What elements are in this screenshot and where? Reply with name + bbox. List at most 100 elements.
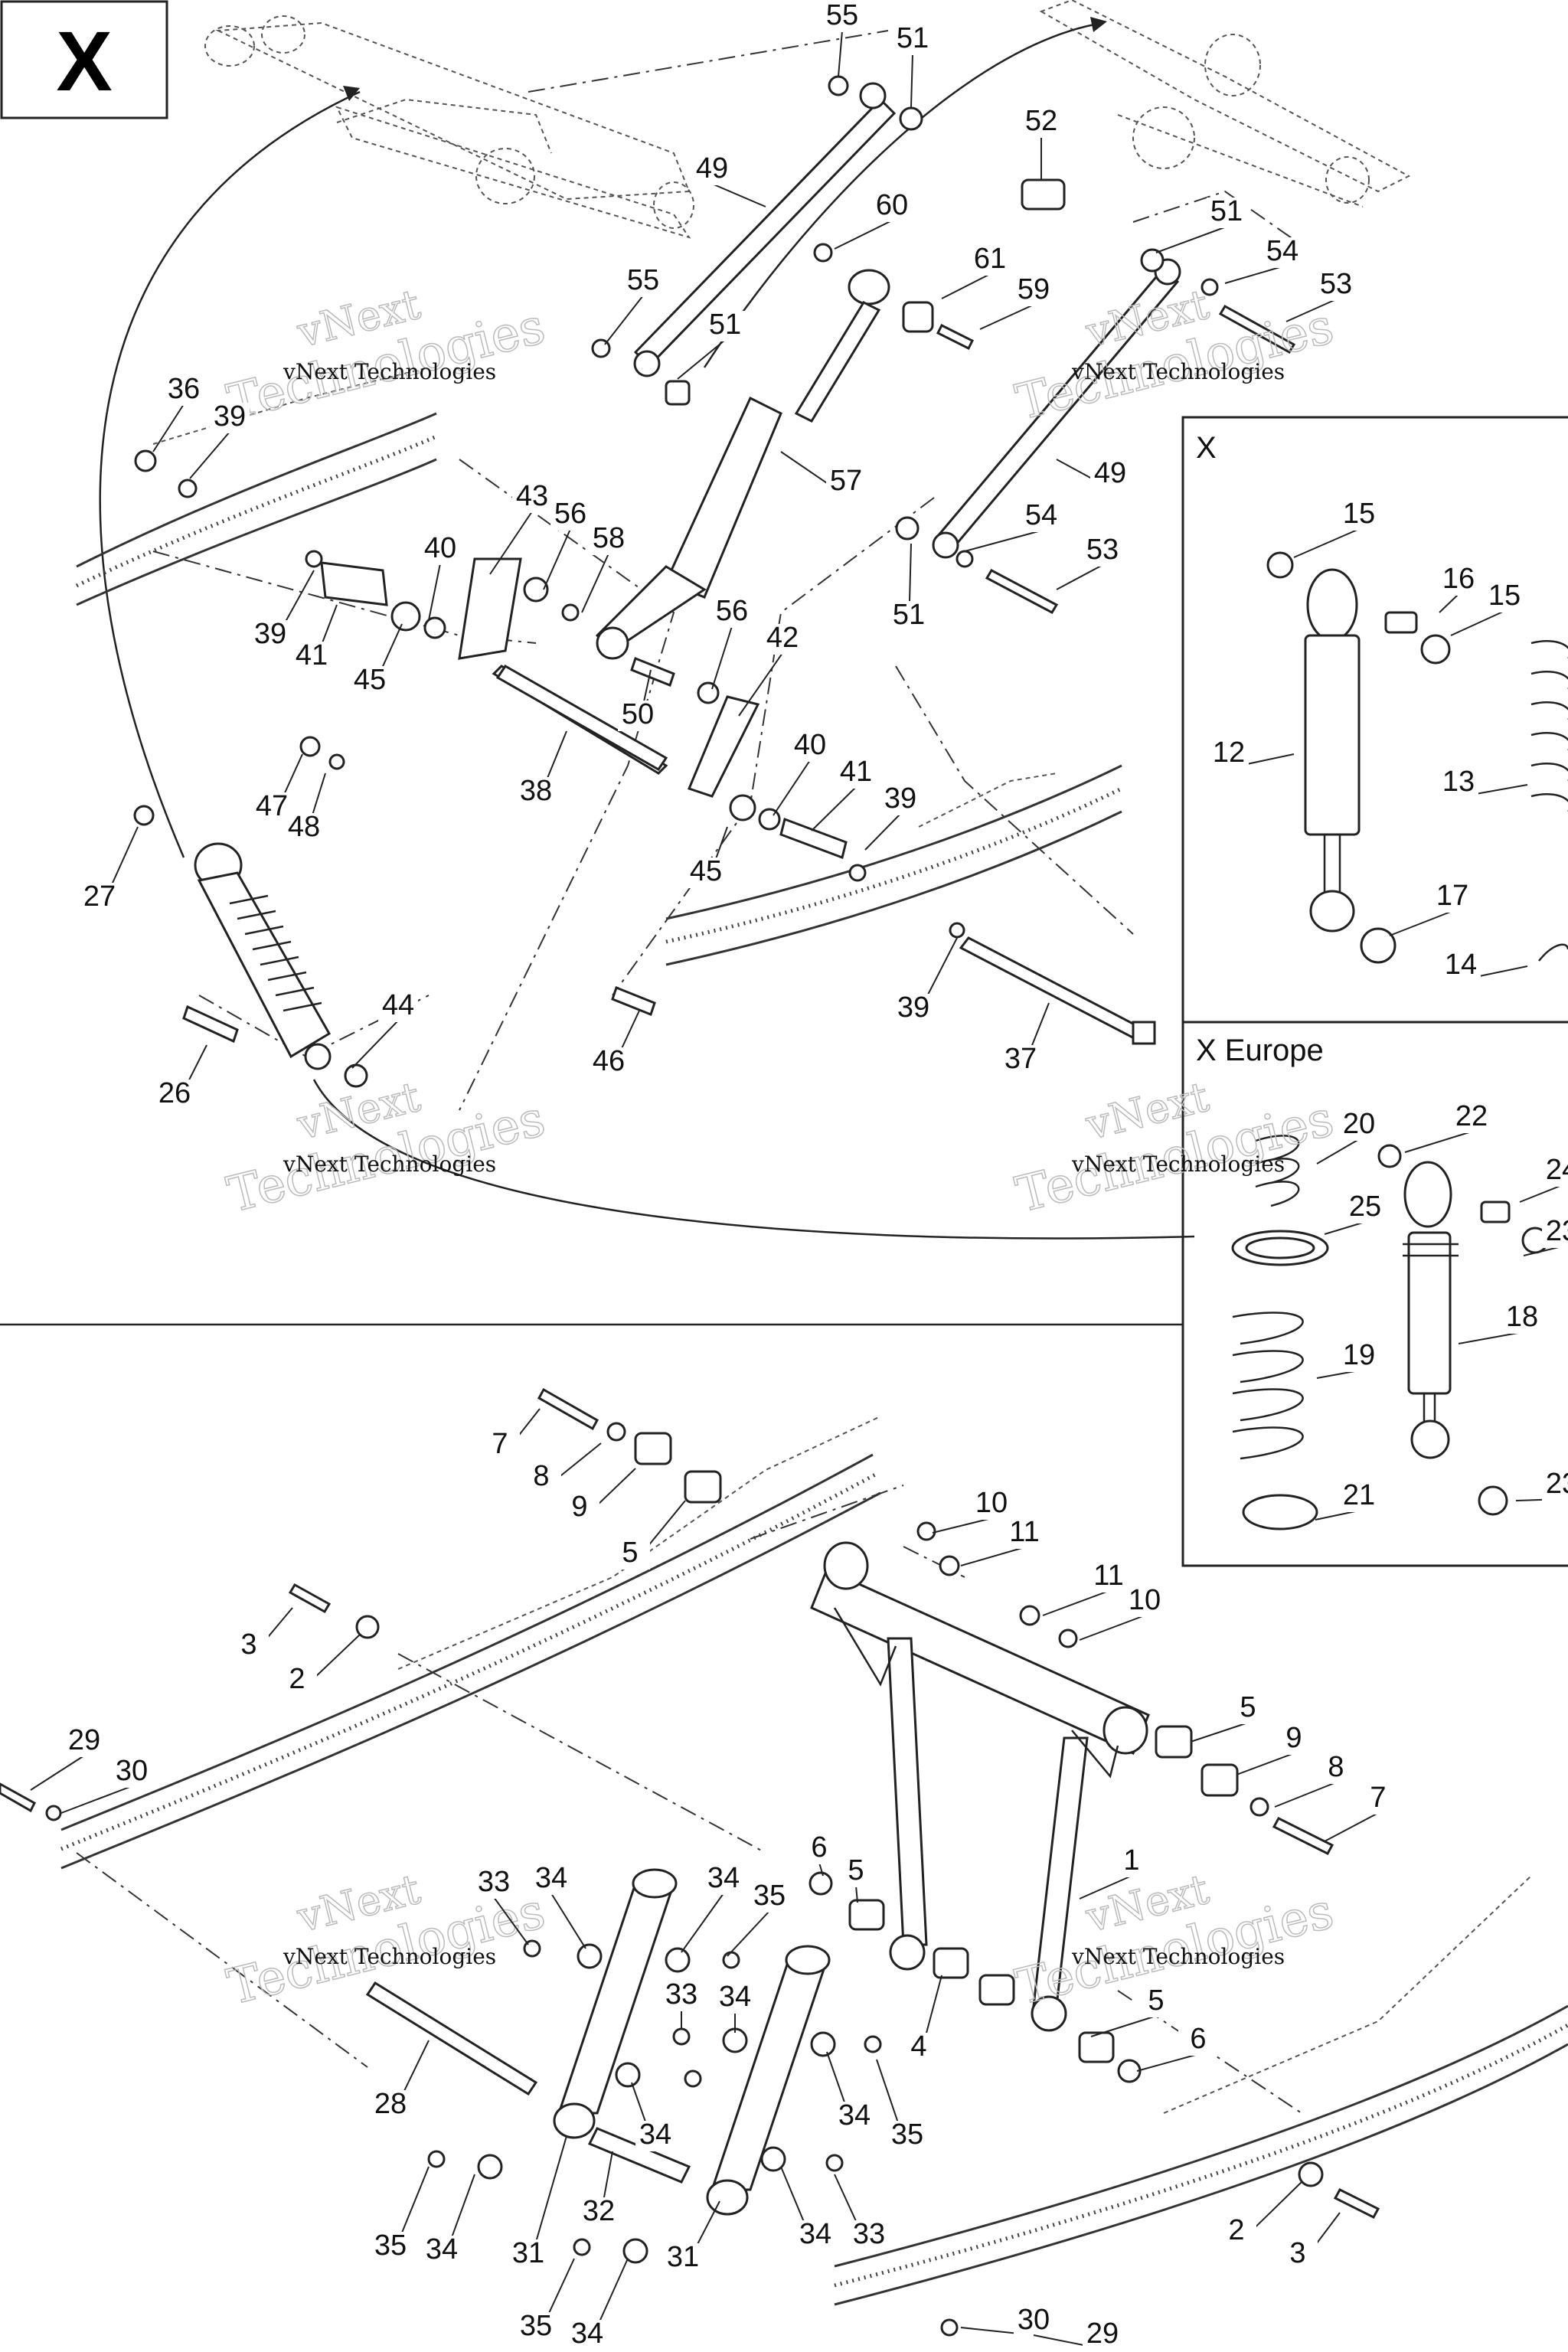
swing-arrow-left (99, 90, 361, 858)
callout-number: 51 (1210, 195, 1243, 227)
callout-number: 27 (83, 880, 116, 913)
callout-leader (964, 530, 1042, 552)
callout-number: 52 (1025, 105, 1057, 137)
callout-leader (1056, 564, 1103, 590)
callout-leader (681, 1893, 724, 1953)
callout-backdrop (1441, 951, 1481, 982)
callout-number: 51 (897, 22, 929, 54)
callout-number: 54 (1025, 499, 1057, 531)
callout-number: 33 (665, 1978, 697, 2011)
callout-backdrop (1339, 1481, 1379, 1512)
callout-number: 34 (639, 2118, 671, 2151)
inset-europe-parts (1231, 1135, 1549, 1530)
callout-backdrop (835, 2102, 874, 2132)
callout-number: 41 (840, 756, 872, 788)
callout-leader (1090, 2015, 1157, 2037)
callout-backdrop (1316, 1753, 1356, 1784)
callout-leader (864, 813, 901, 851)
front-arm-1 (810, 1541, 1150, 2032)
callout-backdrop (826, 467, 866, 498)
diagram-title-letter: X (56, 15, 112, 109)
callout-number: 35 (753, 1880, 786, 1912)
callout-backdrop (1001, 1045, 1040, 1076)
callout-backdrop (579, 2197, 619, 2228)
callout-number: 35 (520, 2310, 552, 2342)
callout-number: 3 (1289, 2237, 1305, 2269)
callout-number: 29 (68, 1724, 100, 1756)
callout-backdrop (1090, 459, 1130, 490)
callout-backdrop (1004, 1518, 1044, 1549)
callout-number: 5 (848, 1854, 864, 1886)
callout-number: 8 (533, 1460, 549, 1492)
callout-backdrop (1014, 2306, 1054, 2337)
callout-number: 35 (891, 2118, 923, 2151)
callout-number: 31 (667, 2241, 699, 2273)
callout-backdrop (378, 991, 418, 1022)
callout-number: 15 (1343, 498, 1375, 530)
callout-backdrop (790, 731, 830, 762)
callout-backdrop (516, 777, 556, 808)
bolt-37 (959, 936, 1156, 1045)
callout-number: 59 (1018, 273, 1050, 305)
callout-backdrop (1274, 1724, 1314, 1755)
callout-leader (941, 273, 991, 299)
callout-backdrop (692, 155, 732, 185)
callout-backdrop (508, 2239, 548, 2270)
callout-backdrop (531, 1864, 571, 1895)
callout-backdrop (1432, 882, 1472, 913)
callout-number: 6 (811, 1831, 827, 1864)
callout-leader (677, 339, 726, 380)
callout-backdrop (1542, 1156, 1568, 1187)
callout-number: 44 (382, 989, 414, 1021)
shaft-38 (495, 665, 668, 771)
callout-backdrop (750, 1882, 789, 1913)
callout-number: 9 (1285, 1722, 1302, 1754)
callout-backdrop (1083, 2320, 1122, 2350)
callout-number: 11 (1009, 1516, 1039, 1548)
callout-backdrop (662, 1981, 701, 2011)
callout-backdrop (1217, 2216, 1256, 2247)
slide-rail-left (75, 367, 438, 606)
callout-backdrop (1209, 739, 1249, 769)
swing-arrow-bottom (312, 1079, 1195, 1240)
front-arm-ghost (204, 15, 694, 239)
watermark-text: vNext Technologies (283, 1944, 496, 1969)
callout-leader (1042, 1590, 1109, 1616)
callout-number: 7 (1370, 1782, 1386, 1814)
callout-backdrop (589, 1047, 629, 1078)
callout-leader (711, 626, 733, 690)
callout-backdrop (705, 311, 745, 341)
callout-leader (711, 183, 766, 207)
callout-backdrop (880, 785, 920, 815)
callout-number: 19 (1343, 1339, 1375, 1371)
callout-backdrop (292, 642, 332, 672)
callout-number: 50 (622, 698, 654, 730)
callout-number: 55 (627, 264, 659, 296)
callout-number: 12 (1213, 737, 1245, 769)
diagram-title-box: X (0, 0, 168, 119)
callout-backdrop (164, 375, 204, 406)
callout-leader (811, 786, 857, 831)
callout-leader (1439, 593, 1459, 613)
callout-leader (1079, 1615, 1145, 1641)
callout-number: 31 (512, 2237, 544, 2269)
callout-backdrop (1089, 1562, 1129, 1592)
callout-backdrop (1452, 1102, 1491, 1133)
callout-backdrop (1136, 1987, 1176, 2017)
callout-leader (60, 1785, 132, 1814)
callout-number: 15 (1488, 580, 1521, 612)
callout-backdrop (887, 2121, 927, 2151)
callout-number: 25 (1349, 1191, 1381, 1223)
callout-number: 49 (1094, 457, 1126, 489)
lower-rail-left (60, 1416, 881, 1870)
callout-backdrop (618, 701, 658, 731)
callout-number: 39 (254, 618, 286, 650)
callout-backdrop (1112, 1847, 1152, 1877)
callout-backdrop (763, 624, 802, 655)
callout-leader (428, 563, 441, 621)
callout-number: 60 (876, 189, 908, 221)
callout-backdrop (480, 1430, 520, 1461)
callout-leader (1190, 1722, 1249, 1743)
callout-leader (838, 30, 843, 77)
